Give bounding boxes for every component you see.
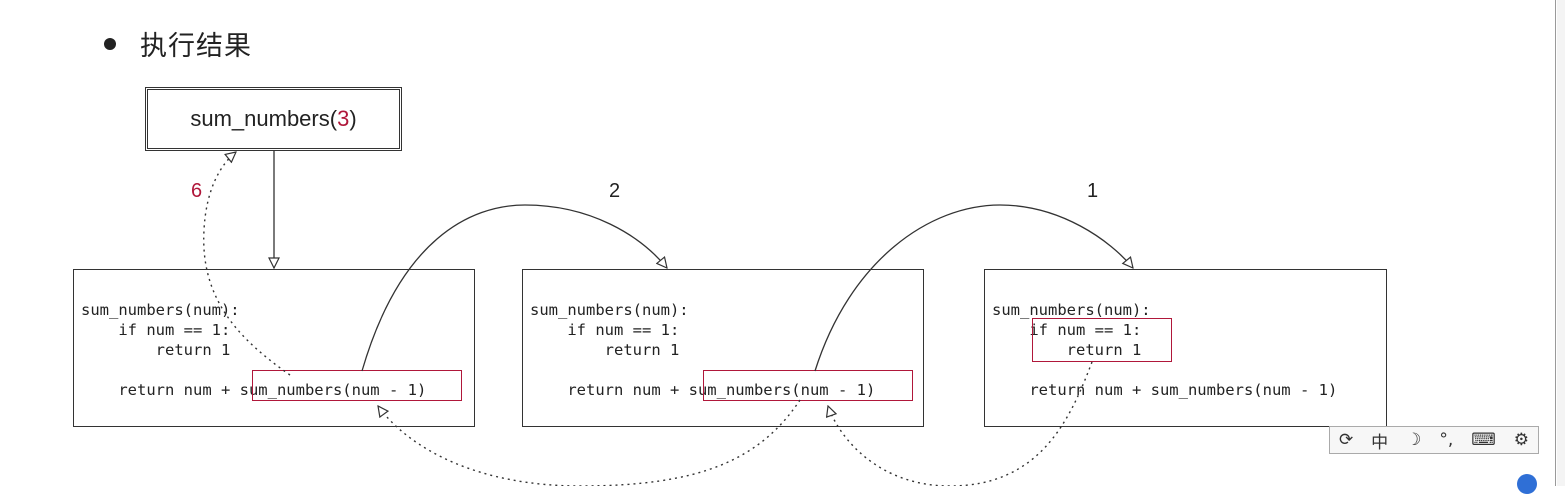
window-edge bbox=[1557, 0, 1565, 486]
recursive-call-highlight bbox=[703, 370, 913, 401]
call-frame-3: sum_numbers(num): if num == 1: return 1 … bbox=[984, 269, 1387, 427]
return-arrow-1 bbox=[828, 361, 1093, 486]
gear-icon[interactable]: ⚙ bbox=[1513, 430, 1529, 450]
return-arrow-final bbox=[203, 152, 291, 376]
keyboard-icon[interactable]: ⌨ bbox=[1471, 430, 1496, 450]
punctuation-icon[interactable]: °, bbox=[1439, 430, 1454, 450]
call-frame-1: sum_numbers(num): if num == 1: return 1 … bbox=[73, 269, 475, 427]
recursive-call-highlight bbox=[252, 370, 462, 401]
call-arrow-1 bbox=[361, 204, 667, 372]
call-frame-2: sum_numbers(num): if num == 1: return 1 … bbox=[522, 269, 924, 427]
base-case-highlight bbox=[1032, 318, 1172, 362]
bullet-dot bbox=[104, 38, 116, 50]
frame-code: sum_numbers(num): if num == 1: return 1 … bbox=[992, 301, 1338, 399]
entry-call-arg: 3 bbox=[337, 106, 350, 131]
assistant-dot-icon[interactable] bbox=[1517, 474, 1537, 494]
moon-icon[interactable]: ☽ bbox=[1406, 430, 1422, 450]
chinese-mode-icon[interactable]: 中 bbox=[1371, 432, 1389, 453]
return-value-label: 6 bbox=[191, 180, 203, 202]
call-arrow-2 bbox=[814, 204, 1133, 372]
return-arrow-2 bbox=[378, 399, 801, 486]
ime-toolbar[interactable]: ⟳ 中 ☽ °, ⌨ ⚙ bbox=[1329, 426, 1539, 454]
pinyin-logo-icon[interactable]: ⟳ bbox=[1338, 430, 1354, 450]
frame-code: sum_numbers(num): if num == 1: return 1 … bbox=[530, 301, 876, 399]
window-border bbox=[1555, 0, 1556, 486]
entry-call-prefix: sum_numbers( bbox=[190, 106, 338, 131]
call-label-1: 1 bbox=[1087, 180, 1099, 202]
section-heading: 执行结果 bbox=[140, 31, 252, 62]
call-label-2: 2 bbox=[609, 180, 621, 202]
frame-code: sum_numbers(num): if num == 1: return 1 … bbox=[81, 301, 427, 399]
entry-call-suffix: ) bbox=[349, 106, 357, 131]
entry-call-box: sum_numbers(3) bbox=[145, 87, 402, 151]
